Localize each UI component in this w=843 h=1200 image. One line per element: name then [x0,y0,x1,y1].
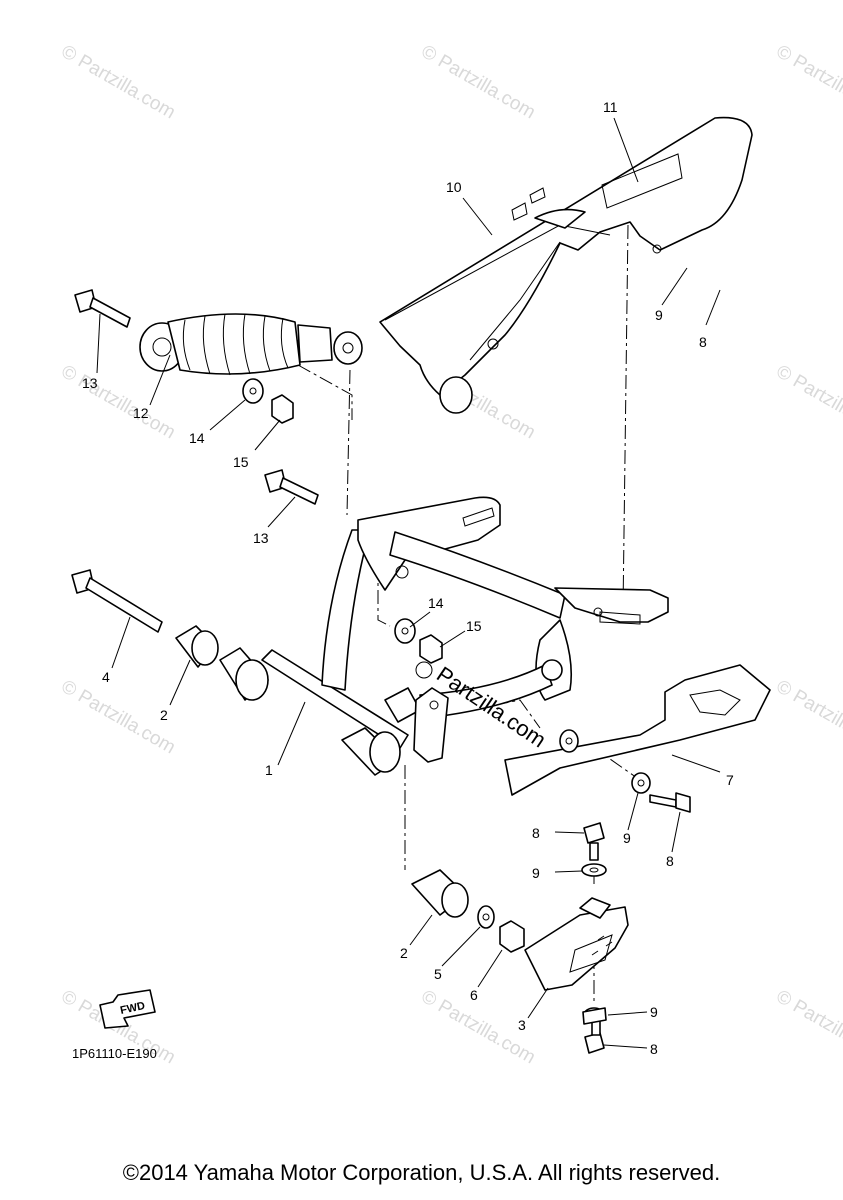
chain-support [524,897,629,991]
callout-9: 9 [650,1004,658,1020]
copyright-footer: ©2014 Yamaha Motor Corporation, U.S.A. A… [122,1160,721,1185]
callout-8: 8 [699,334,707,350]
callout-9: 9 [655,307,663,323]
bushing-left [175,625,219,668]
callout-7: 7 [726,772,734,788]
callout-3: 3 [518,1017,526,1033]
washer-upper [242,378,264,404]
watermark: © Partzilla.com [58,361,179,443]
watermark: © Partzilla.com [773,361,843,443]
chain-guard [379,116,753,414]
pivot-bolt [71,569,163,633]
callout-13: 13 [253,530,269,546]
bolt-upper [74,289,131,328]
callouts: 1 2 2 3 4 5 6 7 8 8 8 8 9 9 9 9 10 11 12… [82,99,734,1057]
bushing-lower [411,869,469,918]
bolt-8-upper [583,822,605,861]
callout-1: 1 [265,762,273,778]
callout-15: 15 [466,618,482,634]
nut-lower [419,634,443,664]
callout-6: 6 [470,987,478,1003]
callout-9: 9 [623,830,631,846]
callout-9: 9 [532,865,540,881]
washer-5 [477,905,495,929]
watermark: © Partzilla.com [773,986,843,1068]
watermark: © Partzilla.com [58,41,179,123]
leader-lines [96,117,721,1049]
nut-upper [271,394,294,424]
washer-9-slider [631,772,651,794]
bolt-middle [264,469,319,505]
callout-8: 8 [666,853,674,869]
callout-12: 12 [133,405,149,421]
callout-14: 14 [428,595,444,611]
fwd-label: FWD [119,1000,146,1017]
callout-14: 14 [189,430,205,446]
diagram-code: 1P61110-E190 [72,1046,157,1061]
watermark: © Partzilla.com [418,41,539,123]
callout-8: 8 [532,825,540,841]
center-watermark-symbol [415,661,433,679]
washer-9-lower-rim [582,1007,607,1025]
chain-slider [504,664,771,796]
callout-15: 15 [233,454,249,470]
callout-11: 11 [603,99,618,115]
washer-lower [394,618,416,644]
callout-4: 4 [102,669,110,685]
callout-8: 8 [650,1041,658,1057]
callout-13: 13 [82,375,98,391]
bolt-8-lower [584,1012,605,1054]
fwd-arrow-icon: FWD [99,989,156,1029]
callout-2: 2 [160,707,168,723]
swingarm [219,496,669,776]
callout-5: 5 [434,966,442,982]
callout-2: 2 [400,945,408,961]
rear-shock [139,313,363,376]
watermark: © Partzilla.com [773,41,843,123]
callout-10: 10 [446,179,462,195]
nut-6 [499,920,525,953]
bolt-8-slider [649,792,691,813]
washer-9-upper [581,863,607,877]
watermark: © Partzilla.com [773,676,843,758]
